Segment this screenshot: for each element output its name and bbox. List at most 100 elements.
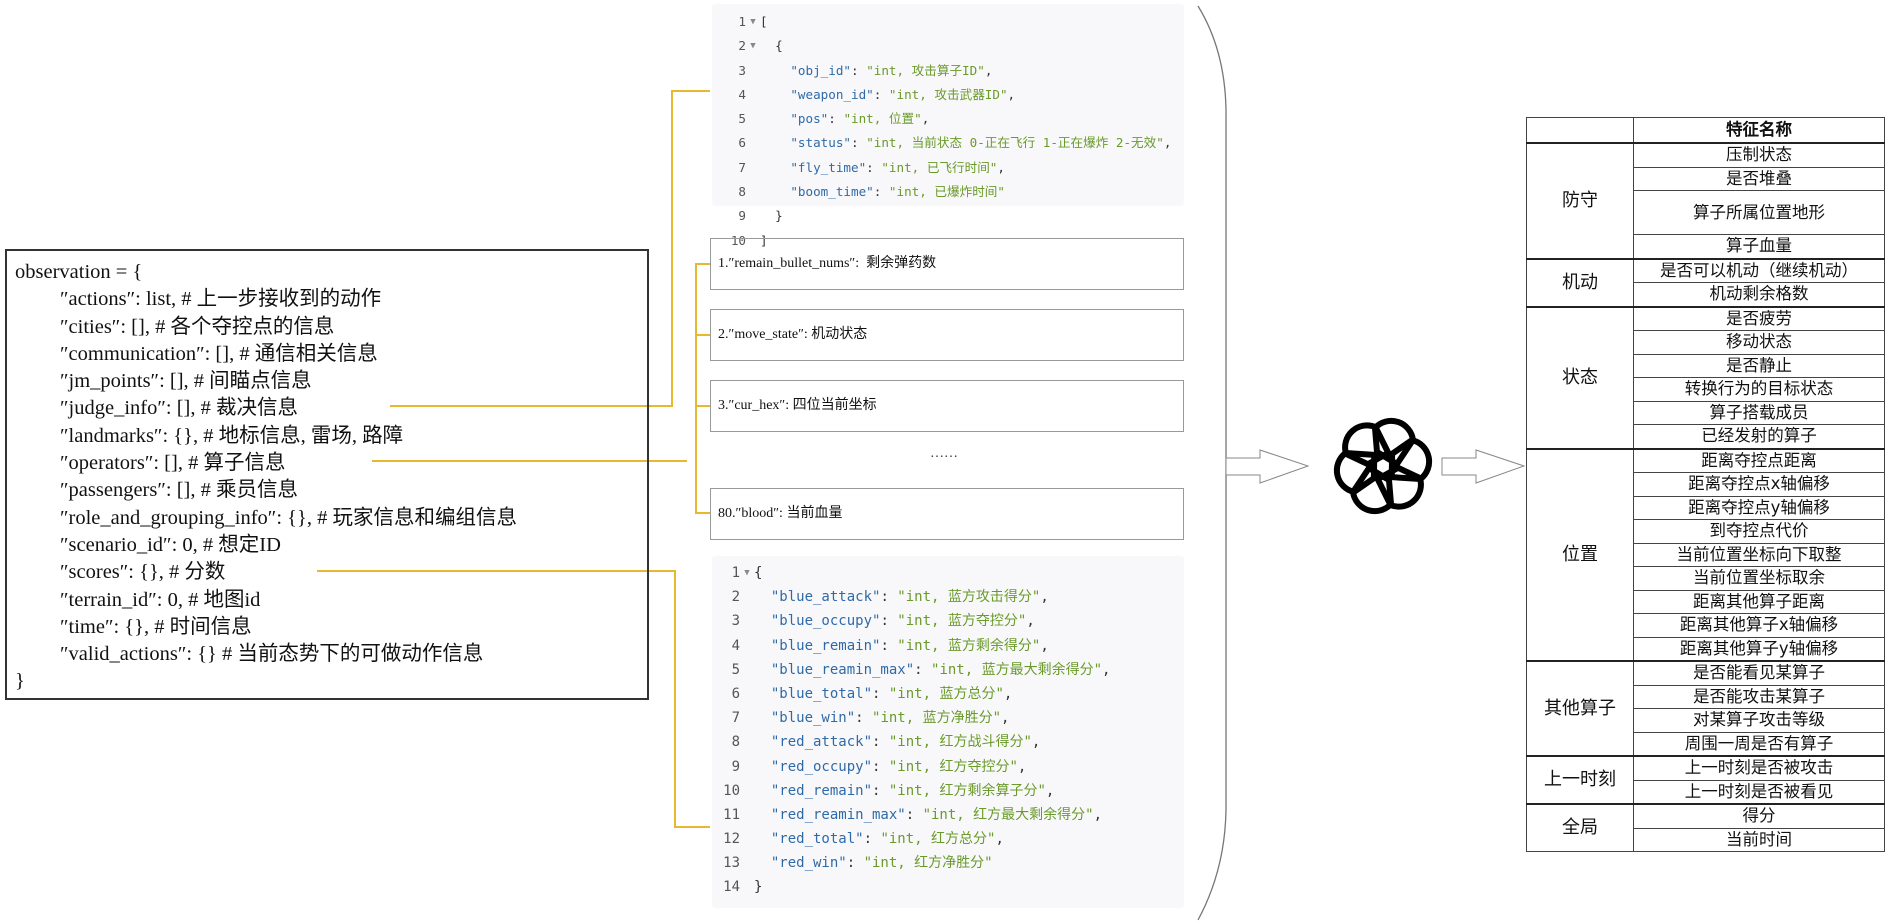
code-colon: : xyxy=(851,135,867,151)
line-number: 3 xyxy=(731,613,740,630)
table-header-feature-name: 特征名称 xyxy=(1633,117,1885,144)
observation-footer: } xyxy=(15,670,25,693)
indent xyxy=(754,638,771,654)
fold-gutter xyxy=(746,131,760,155)
code-key: "status" xyxy=(790,135,852,151)
code-entry: "obj_id": "int, 攻击算子ID", xyxy=(760,59,992,83)
code-key: "red_total" xyxy=(770,831,864,848)
line-number: 8 xyxy=(731,734,740,751)
code-value: "int, 红方总分" xyxy=(880,831,996,848)
feature-name: 是否静止 xyxy=(1633,353,1885,378)
feature-item: 2.″move_state″: 机动状态 xyxy=(710,309,1184,361)
code-colon: : xyxy=(851,62,867,78)
code-bracket-text: { xyxy=(754,565,763,581)
code-value: "int, 已飞行时间" xyxy=(881,159,998,175)
observation-field: ″communication″: [], # 通信相关信息 xyxy=(60,342,378,365)
code-punct: , xyxy=(1102,661,1111,678)
code-line: 1▼[ xyxy=(712,10,1184,34)
table-row: 机动剩余格数 xyxy=(1527,282,1885,307)
code-entry: "blue_attack": "int, 蓝方攻击得分", xyxy=(754,585,1049,609)
code-value: "int, 红方净胜分" xyxy=(863,855,993,872)
code-punct: , xyxy=(1163,135,1172,151)
fold-gutter xyxy=(746,204,760,228)
code-colon: : xyxy=(863,831,881,848)
feature-category: 其他算子 xyxy=(1526,660,1634,757)
code-value: "int, 当前状态 0-正在飞行 1-正在爆炸 2-无效" xyxy=(866,135,1164,151)
feature-name: 算子血量 xyxy=(1633,234,1885,259)
fold-gutter xyxy=(740,875,754,899)
table-row: 当前位置坐标向下取整 xyxy=(1527,542,1885,567)
code-value: "int, 攻击武器ID" xyxy=(888,86,1008,102)
code-colon: : xyxy=(880,637,898,654)
connector-scores xyxy=(317,570,710,828)
line-number: 10 xyxy=(730,232,746,248)
feature-name: 算子搭载成员 xyxy=(1633,400,1885,425)
feature-name: 对某算子攻击等级 xyxy=(1633,708,1885,733)
line-number: 6 xyxy=(731,685,740,702)
table-row: 是否能攻击某算子 xyxy=(1527,684,1885,709)
code-key: "red_win" xyxy=(770,855,847,872)
feature-name: 到夺控点代价 xyxy=(1633,519,1885,544)
table-row: 位置距离夺控点距离 xyxy=(1526,447,1885,662)
fold-toggle-icon[interactable]: ▼ xyxy=(750,17,756,27)
code-entry: "red_attack": "int, 红方战斗得分", xyxy=(754,730,1040,754)
table-row: 状态是否疲劳 xyxy=(1526,305,1885,449)
table-row: 算子所属位置地形 xyxy=(1527,190,1885,235)
code-colon: : xyxy=(872,782,889,799)
feature-name: 距离夺控点x轴偏移 xyxy=(1633,472,1885,497)
table-row: 移动状态 xyxy=(1527,330,1885,355)
table-header-blank xyxy=(1526,117,1634,144)
code-line: 7 "blue_win": "int, 蓝方净胜分", xyxy=(712,706,1184,730)
feature-name: 距离其他算子x轴偏移 xyxy=(1633,613,1885,638)
code-entry: "pos": "int, 位置", xyxy=(760,107,929,131)
feature-category: 状态 xyxy=(1526,305,1634,449)
indent xyxy=(754,855,771,871)
fold-gutter xyxy=(746,107,760,131)
fold-gutter xyxy=(740,803,754,827)
connector-judge-info xyxy=(390,90,710,407)
code-colon: : xyxy=(828,111,844,127)
table-row: 周围一周是否有算子 xyxy=(1527,731,1885,757)
code-punct: , xyxy=(997,159,1005,175)
code-key: "red_occupy" xyxy=(770,758,873,775)
code-bracket: { xyxy=(760,34,783,58)
code-key: "blue_reamin_max" xyxy=(770,661,915,678)
feature-name: 移动状态 xyxy=(1633,330,1885,355)
table-row: 当前位置坐标取余 xyxy=(1527,566,1885,591)
code-line: 3 "obj_id": "int, 攻击算子ID", xyxy=(712,59,1184,83)
code-punct: , xyxy=(1001,710,1010,727)
line-number: 7 xyxy=(738,159,746,175)
code-punct: , xyxy=(1003,685,1013,702)
code-value: "int, 已爆炸时间" xyxy=(888,184,1005,200)
fold-toggle-icon[interactable]: ▼ xyxy=(744,568,750,578)
code-value: "int, 蓝方夺控分" xyxy=(897,613,1027,630)
code-line: 5 "pos": "int, 位置", xyxy=(712,107,1184,131)
observation-field: ″jm_points″: [], # 间瞄点信息 xyxy=(60,370,312,393)
code-value: "int, 红方夺控分" xyxy=(888,758,1018,775)
table-row: 全局得分 xyxy=(1526,803,1885,852)
table-row: 算子搭载成员 xyxy=(1527,400,1885,425)
code-key: "boom_time" xyxy=(790,184,874,200)
code-colon: : xyxy=(846,855,864,872)
indent xyxy=(754,662,771,678)
code-line: 7 "fly_time": "int, 已飞行时间", xyxy=(712,156,1184,180)
code-value: "int, 蓝方净胜分" xyxy=(872,710,1002,727)
line-number: 5 xyxy=(731,661,740,678)
code-key: "pos" xyxy=(790,111,829,127)
table-row: 已经发射的算子 xyxy=(1527,424,1885,449)
code-entry: "blue_occupy": "int, 蓝方夺控分", xyxy=(754,609,1035,633)
code-line: 1▼{ xyxy=(712,561,1184,585)
observation-field: ″scenario_id″: 0, # 想定ID xyxy=(60,533,281,556)
line-number: 2 xyxy=(738,38,746,54)
code-key: "red_reamin_max" xyxy=(770,806,906,823)
openai-logo-icon xyxy=(1329,417,1437,514)
code-punct: , xyxy=(995,831,1004,848)
fold-toggle-icon[interactable]: ▼ xyxy=(750,41,756,52)
code-colon: : xyxy=(872,685,889,702)
line-number: 8 xyxy=(738,184,746,200)
line-number: 2 xyxy=(731,589,740,606)
code-line: 2 "blue_attack": "int, 蓝方攻击得分", xyxy=(712,585,1184,609)
observation-field: ″judge_info″: [], # 裁决信息 xyxy=(60,397,298,420)
grouping-bracket xyxy=(1197,5,1227,921)
feature-name: 上一时刻是否被攻击 xyxy=(1633,755,1885,781)
